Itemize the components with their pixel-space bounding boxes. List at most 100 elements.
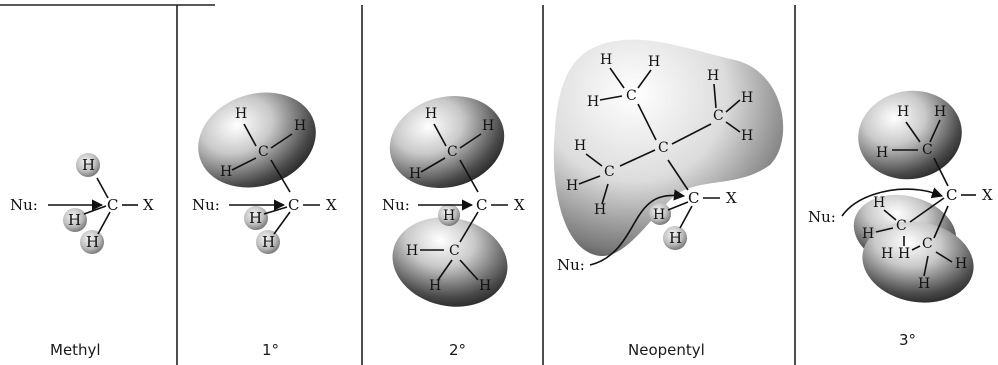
nucleophile-label: Nu: (808, 208, 836, 226)
atom-hydrogen: H (235, 106, 247, 122)
atom-hydrogen: H (294, 118, 306, 134)
bond (909, 197, 945, 223)
atom-hydrogen: H (653, 207, 665, 223)
bond (637, 103, 657, 141)
atom-hydrogen: H (566, 178, 578, 194)
nucleophile-label: Nu: (382, 196, 410, 214)
atom-carbon: C (449, 243, 460, 259)
atom-carbon: C (946, 186, 957, 204)
bond (263, 206, 288, 215)
alkyl-group-blob (858, 90, 962, 180)
bond (459, 211, 479, 243)
bond (725, 99, 741, 113)
atom-hydrogen: H (429, 278, 441, 294)
bond (911, 245, 921, 251)
bond (231, 157, 257, 171)
bond (679, 205, 693, 229)
bond (667, 201, 689, 211)
atom-carbon: C (688, 189, 699, 207)
atom-leaving-group: X (514, 196, 525, 214)
bond (599, 95, 623, 101)
atom-hydrogen: H (897, 104, 909, 120)
bond (578, 175, 601, 185)
atom-hydrogen: H (862, 226, 874, 242)
atom-hydrogen: H (86, 233, 99, 251)
atom-hydrogen: H (600, 52, 612, 68)
panel-tertiary: H H H C C X H H C H H C H H Nu: 3° (808, 90, 993, 349)
bond (420, 157, 446, 173)
atom-hydrogen: H (741, 90, 753, 106)
hydrogen-sphere (80, 230, 104, 254)
hydrogen-sphere (438, 204, 460, 226)
alkyl-group-blob (862, 221, 974, 303)
atom-hydrogen: H (409, 166, 421, 182)
tert-butyl-blob (553, 39, 784, 257)
atom-hydrogen: H (425, 106, 437, 122)
atom-hydrogen: H (898, 246, 910, 262)
atom-carbon: C (604, 164, 615, 180)
atom-hydrogen: H (918, 276, 930, 292)
atom-carbon: C (258, 144, 269, 160)
nucleophile-attack-arrow (841, 187, 944, 217)
atom-hydrogen: H (262, 233, 275, 251)
alkyl-group-blob (389, 96, 505, 188)
panel-secondary: H H H C H H C H H C X Nu: 2° (382, 96, 525, 359)
atom-carbon: C (922, 236, 933, 252)
bond (433, 123, 447, 147)
hydrogen-sphere (649, 203, 671, 225)
atom-carbon: C (658, 140, 669, 156)
atom-hydrogen: H (873, 195, 885, 211)
bond (619, 149, 656, 167)
bond (459, 133, 482, 149)
nucleophile-label: Nu: (192, 196, 220, 214)
atom-hydrogen: H (876, 145, 888, 161)
panel-caption: 1° (262, 341, 279, 359)
atom-leaving-group: X (982, 186, 993, 204)
bond (671, 123, 712, 145)
bond (637, 69, 652, 89)
bond (459, 159, 479, 193)
atom-leaving-group: X (143, 196, 154, 214)
nucleophile-label: Nu: (10, 196, 38, 214)
atom-hydrogen: H (707, 68, 719, 84)
bond (935, 251, 953, 263)
panel-caption: 3° (899, 331, 916, 349)
atom-hydrogen: H (479, 278, 491, 294)
bond (83, 205, 107, 215)
bond (609, 67, 625, 89)
bond (875, 227, 894, 233)
bond (270, 159, 291, 193)
atom-hydrogen: H (574, 138, 586, 154)
bond (929, 119, 941, 143)
bond (585, 153, 603, 167)
atom-carbon: C (713, 108, 724, 124)
atom-carbon: C (107, 196, 118, 214)
panel-caption: 2° (449, 341, 466, 359)
hydrogen-sphere (663, 226, 687, 250)
atom-hydrogen: H (741, 128, 753, 144)
bond (96, 177, 109, 199)
alkyl-group-blob (198, 92, 316, 188)
hydrogen-sphere (256, 230, 280, 254)
bond (883, 209, 897, 221)
bond (273, 211, 291, 235)
bond (905, 121, 921, 143)
bond (725, 121, 741, 133)
bond (601, 183, 609, 205)
atom-hydrogen: H (594, 202, 606, 218)
bond (713, 83, 717, 109)
atom-carbon: C (626, 88, 637, 104)
atom-carbon: C (896, 218, 907, 234)
atom-hydrogen: H (220, 164, 232, 180)
nucleophile-attack-arrow (589, 189, 686, 266)
atom-hydrogen: H (934, 104, 946, 120)
atom-leaving-group: X (726, 189, 737, 207)
atom-hydrogen: H (955, 256, 967, 272)
bond (667, 159, 689, 191)
atom-hydrogen: H (249, 209, 262, 227)
panel-caption: Neopentyl (628, 341, 705, 359)
atom-hydrogen: H (443, 208, 455, 224)
atom-hydrogen: H (881, 246, 893, 262)
hydrogen-sphere (244, 206, 268, 230)
